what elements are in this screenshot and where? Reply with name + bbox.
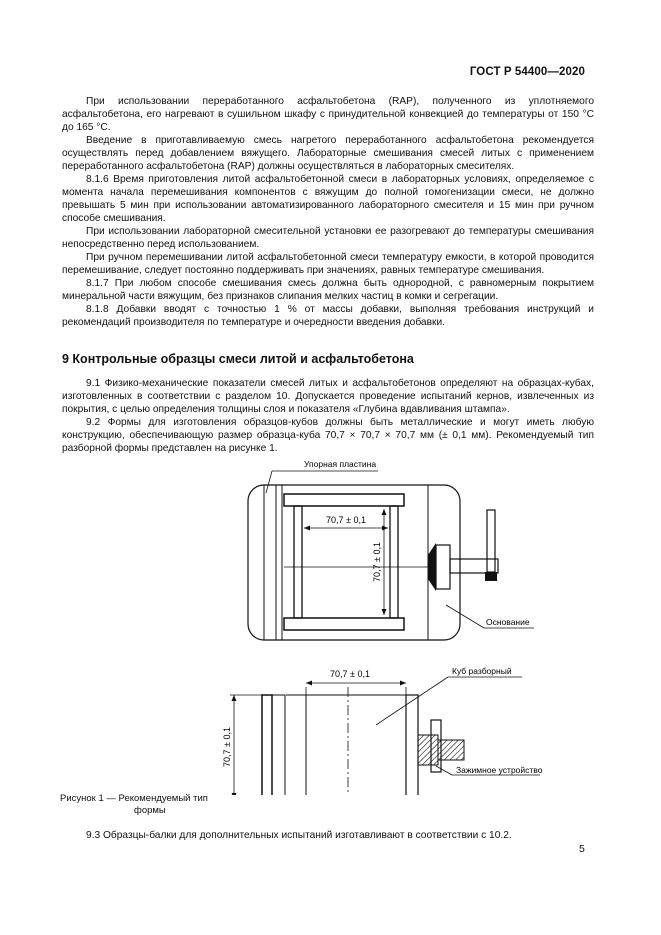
label-base: Основание	[486, 617, 530, 627]
section-title: 9 Контрольные образцы смеси литой и асфа…	[62, 352, 414, 366]
paragraph-8-1-6: 8.1.6 Время приготовления литой асфальто…	[62, 174, 594, 224]
base-outline	[247, 484, 461, 641]
dimension-side-height: 70,7 ± 0,1	[222, 727, 232, 767]
page-number: 5	[579, 843, 585, 855]
dimension-top-depth: 70,7 ± 0,1	[372, 542, 382, 582]
paragraph-rap-heating: При использовании переработанного асфаль…	[62, 96, 594, 133]
text-block-bottom: 9.3 Образцы-балки для дополнительных исп…	[62, 829, 594, 842]
caption-line-2: формы	[134, 805, 166, 816]
text-block-section-9: 9.1 Физико-механические показатели смесе…	[62, 377, 594, 455]
figure-mold-drawing: 70,7 ± 0,1 70,7 ± 0,1 Упорная пластина О…	[222, 459, 543, 795]
dimension-side-width: 70,7 ± 0,1	[330, 669, 370, 679]
paragraph-rap-introduction: Введение в приготавливаемую смесь нагрет…	[62, 135, 594, 172]
label-thrust-plate: Упорная пластина	[304, 459, 376, 469]
document-header: ГОСТ Р 54400—2020	[469, 66, 585, 78]
paragraph-manual-mixing: При ручном перемешивании литой асфальтоб…	[62, 252, 594, 276]
paragraph-9-2: 9.2 Формы для изготовления образцов-кубо…	[62, 417, 594, 454]
paragraph-8-1-7: 8.1.7 При любом способе смешивания смесь…	[62, 278, 594, 302]
paragraph-9-3: 9.3 Образцы-балки для дополнительных исп…	[86, 830, 512, 841]
top-view: 70,7 ± 0,1 70,7 ± 0,1 Упорная пластина О…	[247, 459, 534, 641]
paragraph-9-1: 9.1 Физико-механические показатели смесе…	[62, 378, 594, 415]
caption-line-1: Рисунок 1 — Рекомендуемый тип	[60, 793, 208, 804]
dimension-top-width: 70,7 ± 0,1	[326, 515, 366, 525]
label-cube: Куб разборный	[452, 666, 512, 676]
label-clamp: Зажимное устройство	[456, 765, 543, 775]
figure-caption: Рисунок 1 — Рекомендуемый тип формы	[60, 793, 208, 817]
side-view: 70,7 ± 0,1 70,7 ± 0,1 Куб разборный Зажи…	[222, 666, 543, 795]
paragraph-mixer-preheat: При использовании лабораторной смеситель…	[62, 226, 594, 250]
text-block-top: При использовании переработанного асфаль…	[62, 95, 594, 329]
paragraph-8-1-8: 8.1.8 Добавки вводят с точностью 1 % от …	[62, 304, 594, 328]
